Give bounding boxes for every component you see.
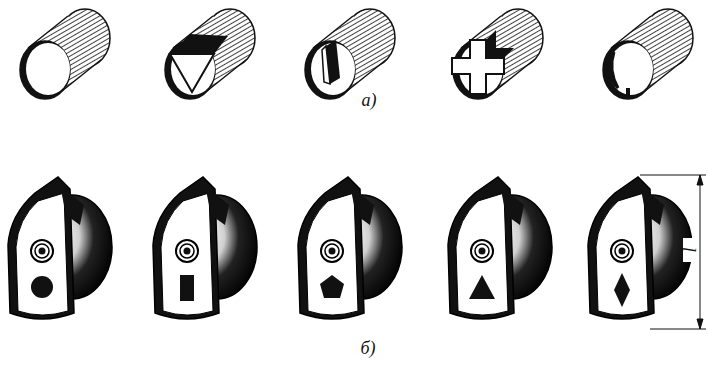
row-label: б) (360, 339, 375, 357)
row-label: а) (362, 91, 377, 109)
dimension-label: l (681, 247, 699, 252)
dimension-line (640, 175, 706, 329)
